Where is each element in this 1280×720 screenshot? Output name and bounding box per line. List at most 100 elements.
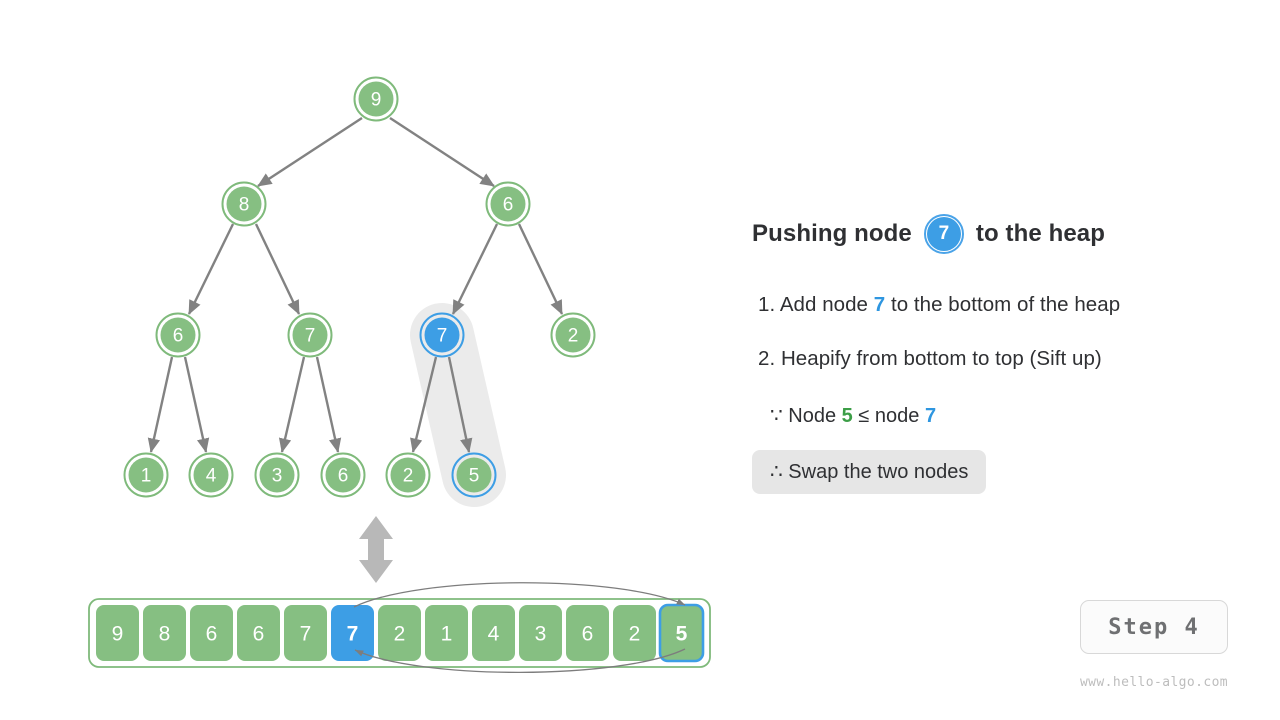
tree-node-value: 5: [469, 466, 480, 487]
tree-node-disc: [226, 186, 262, 222]
array-cell: 7: [284, 605, 327, 661]
because-middle: node: [874, 405, 920, 427]
step-item-1: 1. Add node 7 to the bottom of the heap: [758, 293, 1120, 317]
array-cell-value: 6: [206, 623, 218, 646]
headline-suffix: to the heap: [975, 220, 1105, 247]
tree-node-ring: [385, 452, 431, 498]
array-cell-box: [284, 605, 327, 661]
step-1-value: 7: [873, 293, 886, 316]
array-cell-value: 2: [394, 623, 406, 646]
tree-edge: [517, 223, 564, 315]
tree-node-value: 1: [141, 466, 152, 487]
tree-node-disc: [390, 457, 426, 493]
array-cell-value: 7: [347, 623, 359, 646]
tree-node: 2: [385, 452, 431, 498]
reason-therefore-pill: ∴ Swap the two nodes: [752, 450, 987, 494]
array-cell-box: [190, 605, 233, 661]
array-cell: 2: [378, 605, 421, 661]
tree-node-ring: [221, 181, 267, 227]
tree-node-disc: [325, 457, 361, 493]
array-cell-value: 7: [300, 623, 312, 646]
array-cell-value: 6: [582, 623, 594, 646]
tree-node: 9: [353, 76, 399, 122]
array-cell-value: 3: [535, 623, 547, 646]
tree-edge: [315, 356, 342, 453]
because-symbol: ∵: [770, 405, 783, 427]
array-cell-box: [331, 605, 374, 661]
array-cell: 5: [658, 603, 705, 663]
array-cell-box: [519, 605, 562, 661]
array-cell-value: 4: [488, 623, 500, 646]
tree-edge: [451, 223, 499, 315]
array-cell: 9: [96, 605, 139, 661]
tree-node-disc: [424, 317, 460, 353]
tree-node-ring: [485, 181, 531, 227]
array-cell-value: 2: [629, 623, 641, 646]
tree-node: 6: [155, 312, 201, 358]
tree-node-disc: [456, 457, 492, 493]
tree-edge-group: [147, 116, 564, 453]
tree-node: 3: [254, 452, 300, 498]
array-cell: 4: [472, 605, 515, 661]
because-operator: ≤: [858, 405, 870, 427]
tree-node-ring: [155, 312, 201, 358]
tree-node-value: 3: [272, 466, 283, 487]
step-1-index: 1.: [758, 293, 776, 316]
array-cell-value: 9: [112, 623, 124, 646]
array-cell-value: 5: [676, 623, 688, 646]
tree-node-value: 8: [239, 195, 250, 216]
tree-node-value: 6: [338, 466, 349, 487]
tree-node-value: 6: [503, 195, 514, 216]
therefore-symbol: ∴: [770, 461, 783, 483]
tree-node-ring: [188, 452, 234, 498]
tree-edge: [389, 116, 495, 188]
tree-node-disc: [160, 317, 196, 353]
tree-node: 5: [451, 452, 497, 498]
array-cell-value: 6: [253, 623, 265, 646]
array-cell-box: [143, 605, 186, 661]
swap-arc-top: [353, 582, 686, 608]
therefore-text: Swap the two nodes: [788, 461, 969, 483]
watermark: www.hello-algo.com: [1079, 675, 1229, 690]
array-cell-box: [566, 605, 609, 661]
array-swap-arcs: [353, 582, 686, 673]
tree-node-value: 6: [173, 326, 184, 347]
tree-edge: [278, 356, 306, 453]
because-left-value: 5: [841, 405, 853, 427]
tree-node-value: 4: [206, 466, 217, 487]
array-container: [88, 598, 711, 668]
array-cell: 2: [613, 605, 656, 661]
explanation-panel: Pushing node 7 to the heap 1. Add node 7…: [752, 0, 1280, 720]
headline-prefix: Pushing node: [752, 220, 912, 247]
tree-node-ring: [451, 452, 497, 498]
array-cell-box: [96, 605, 139, 661]
step-2-index: 2.: [758, 347, 776, 370]
page-title: Pushing node 7 to the heap: [752, 214, 1105, 254]
badge-ring: [923, 214, 964, 254]
tree-edge: [183, 356, 210, 453]
tree-node-disc: [128, 457, 164, 493]
array-cell: 6: [566, 605, 609, 661]
tree-node-ring: [254, 452, 300, 498]
tree-node-ring: [123, 452, 169, 498]
tree-edge: [257, 116, 363, 188]
array-cell-box: [472, 605, 515, 661]
reason-because: ∵ Node 5 ≤ node 7: [770, 403, 936, 428]
tree-node: 6: [485, 181, 531, 227]
swap-arc-bottom: [354, 648, 686, 673]
tree-node: 4: [188, 452, 234, 498]
tree-node-ring: [320, 452, 366, 498]
because-right-value: 7: [924, 405, 937, 427]
tree-node: 6: [320, 452, 366, 498]
step-1-text-after: to the bottom of the heap: [890, 293, 1121, 316]
array-cell-box: [425, 605, 468, 661]
tree-node: 1: [123, 452, 169, 498]
badge-value: 7: [926, 217, 961, 251]
tree-edge: [447, 356, 473, 453]
tree-node-disc: [358, 81, 394, 117]
tree-node-value: 2: [403, 466, 414, 487]
